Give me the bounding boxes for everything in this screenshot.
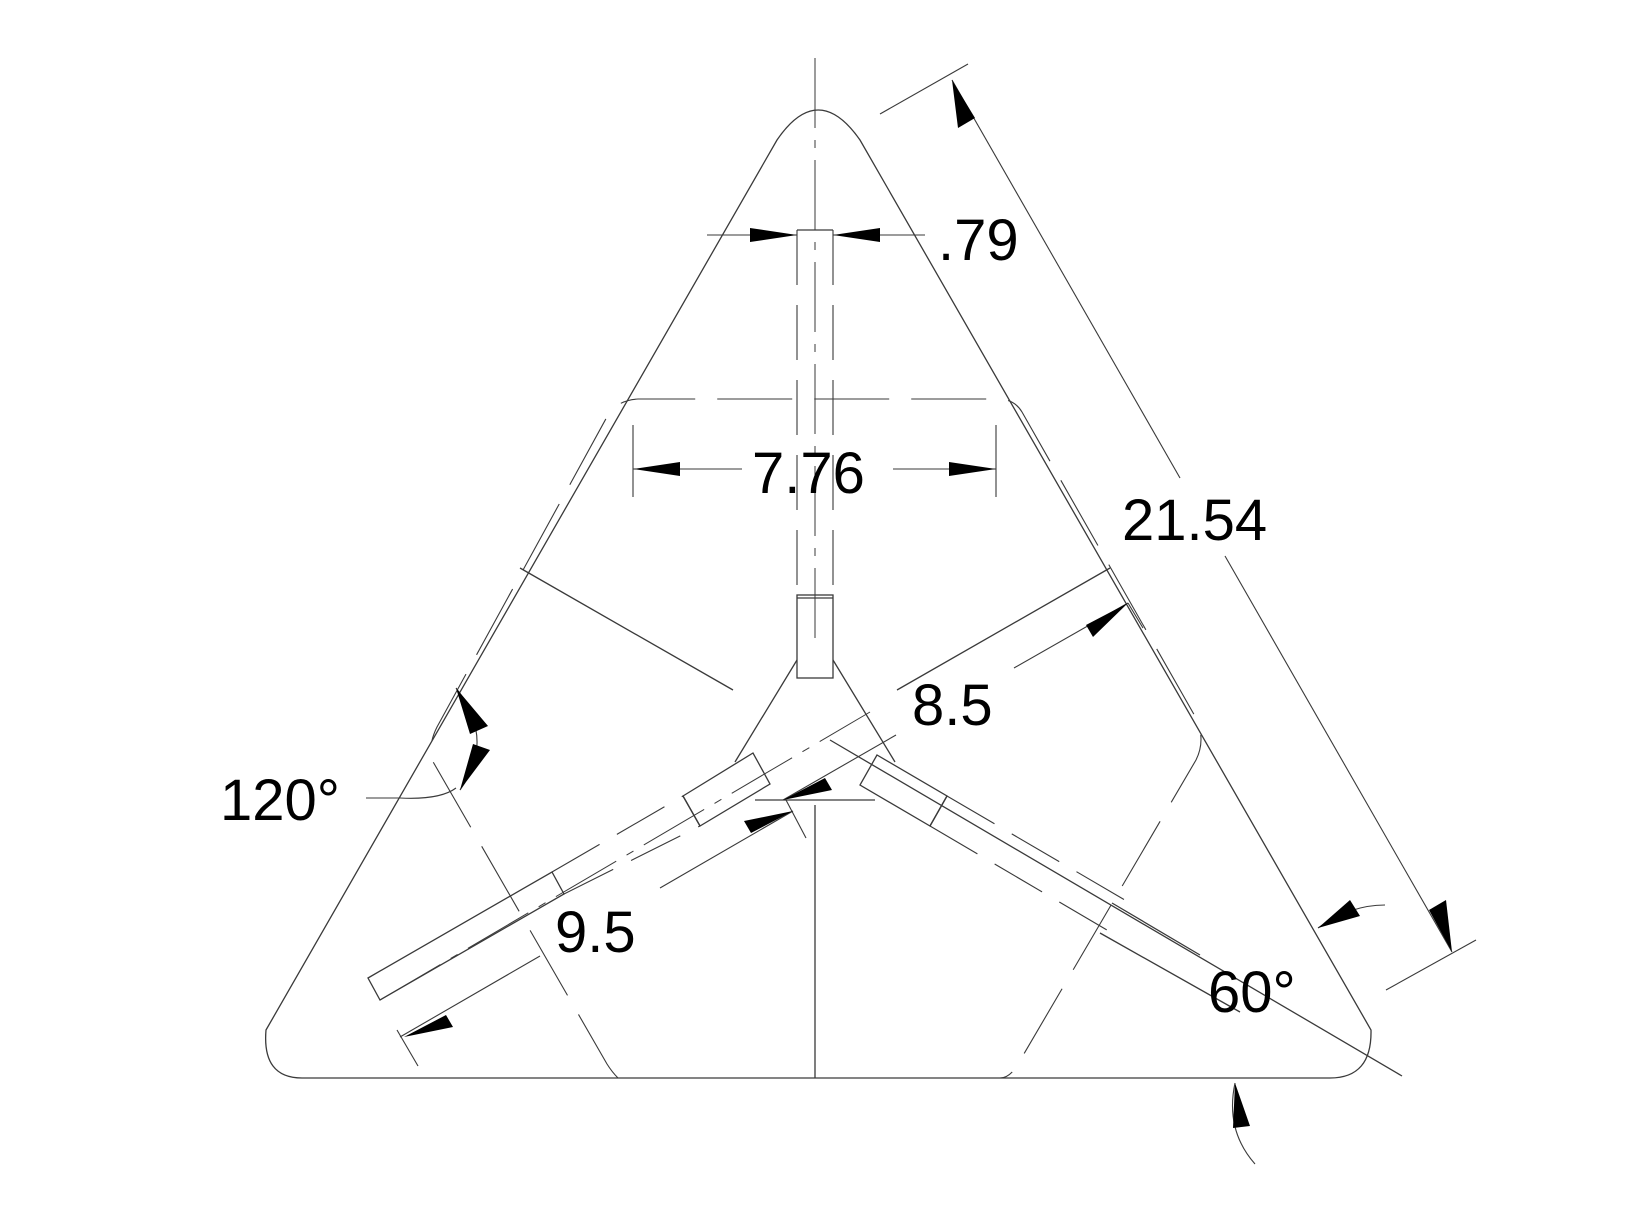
dim-text-angle-right: 60°: [1208, 960, 1296, 1025]
dimension-arm-inner: [782, 602, 1144, 801]
left-arm-slot: [367, 711, 871, 1001]
angle-right: [1232, 900, 1386, 1165]
outer-triangle-outline: [265, 109, 1372, 1079]
inner-hexagon-outline: [430, 398, 1202, 1079]
dimension-arm-outer: [396, 799, 807, 1067]
top-slot: [796, 229, 834, 679]
dim-text-side-length: 21.54: [1122, 488, 1267, 553]
dim-text-inner-flat-width: 7.76: [752, 441, 865, 506]
web-lines: [519, 567, 1111, 691]
dim-text-arm-inner: 8.5: [912, 673, 993, 738]
central-triangle: [734, 659, 896, 801]
dimension-slot-width: [707, 228, 925, 242]
right-arm-slot: [829, 739, 1403, 1077]
dim-text-slot-width: .79: [938, 208, 1019, 273]
angle-left: [366, 687, 490, 799]
dimension-inner-flat-width: [632, 425, 997, 497]
dim-text-arm-outer: 9.5: [555, 900, 636, 965]
dimension-side-length: [879, 63, 1477, 991]
dim-text-angle-left: 120°: [220, 768, 340, 833]
